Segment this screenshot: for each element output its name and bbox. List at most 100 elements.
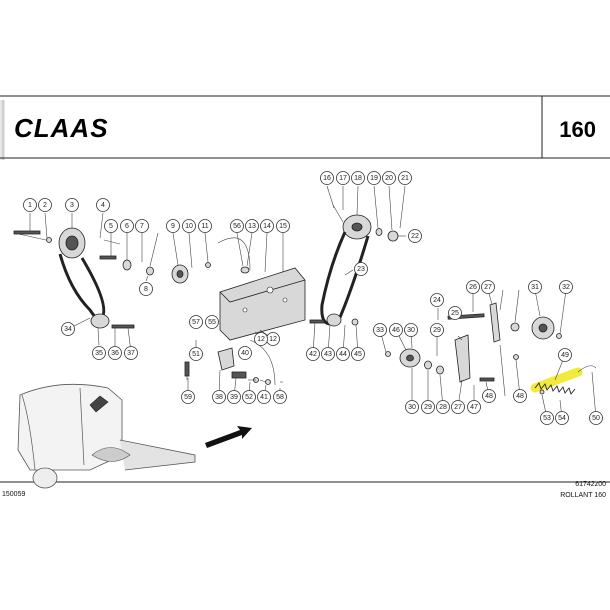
callout-31: 31	[528, 280, 542, 294]
callout-circle	[421, 400, 435, 414]
footer-model: ROLLANT 160	[560, 492, 606, 499]
callout-label: 25	[451, 310, 459, 317]
callout-45: 45	[351, 347, 365, 361]
spring-highlight	[530, 367, 583, 393]
callout-circle	[354, 262, 368, 276]
callout-42: 42	[306, 347, 320, 361]
callout-label: 15	[279, 223, 287, 230]
callout-33: 33	[373, 323, 387, 337]
callout-6: 6	[120, 219, 134, 233]
callout-circle	[182, 219, 196, 233]
callout-circle	[245, 219, 259, 233]
callout-5: 5	[104, 219, 118, 233]
callout-53: 53	[540, 411, 554, 425]
callout-circle	[242, 390, 256, 404]
callout-label: 49	[561, 352, 569, 359]
callout-51: 51	[189, 347, 203, 361]
callout-circle	[38, 198, 52, 212]
callout-15: 15	[276, 219, 290, 233]
callout-label: 27	[454, 404, 462, 411]
callout-label: 30	[407, 327, 415, 334]
callout-41: 41	[257, 390, 271, 404]
callout-label: 44	[339, 351, 347, 358]
callout-label: 29	[424, 404, 432, 411]
callout-circle	[227, 390, 241, 404]
callout-label: 6	[125, 223, 129, 230]
callout-56: 56	[230, 219, 244, 233]
callout-label: 50	[592, 415, 600, 422]
callout-circle	[405, 400, 419, 414]
callout-13: 13	[245, 219, 259, 233]
callout-37: 37	[124, 346, 138, 360]
right-tensioner-assembly	[385, 302, 597, 395]
callout-label: 14	[263, 223, 271, 230]
callout-label: 27	[484, 284, 492, 291]
callout-12: 12	[266, 332, 280, 346]
callout-label: 37	[127, 350, 135, 357]
callout-circle	[139, 282, 153, 296]
callout-circle	[448, 306, 462, 320]
callout-circle	[257, 390, 271, 404]
callout-circle	[466, 280, 480, 294]
callout-59: 59	[181, 390, 195, 404]
callout-label: 34	[64, 326, 72, 333]
callout-26: 26	[466, 280, 480, 294]
callout-circle	[260, 219, 274, 233]
callout-circle	[389, 323, 403, 337]
callout-43: 43	[321, 347, 335, 361]
baler-machine-sketch	[17, 383, 196, 489]
callout-label: 33	[376, 327, 384, 334]
callout-48: 48	[513, 389, 527, 403]
callout-30: 30	[404, 323, 418, 337]
callout-circle	[367, 171, 381, 185]
callout-label: 8	[144, 286, 148, 293]
callout-12: 12	[254, 332, 268, 346]
callout-label: 16	[323, 175, 331, 182]
callout-circle	[559, 280, 573, 294]
callout-circle	[336, 347, 350, 361]
callout-32: 32	[559, 280, 573, 294]
callout-circle	[430, 293, 444, 307]
callout-label: 7	[140, 223, 144, 230]
direction-arrow	[205, 426, 252, 448]
callout-label: 20	[385, 175, 393, 182]
callout-circle	[212, 390, 226, 404]
callout-label: 24	[433, 297, 441, 304]
callout-57: 57	[189, 315, 203, 329]
callout-circle	[408, 229, 422, 243]
callout-circle	[96, 198, 110, 212]
callout-24: 24	[430, 293, 444, 307]
callout-27: 27	[481, 280, 495, 294]
callout-circle	[555, 411, 569, 425]
callout-circle	[135, 219, 149, 233]
callout-label: 57	[192, 319, 200, 326]
callout-8: 8	[139, 282, 153, 296]
callout-44: 44	[336, 347, 350, 361]
callout-circle	[198, 219, 212, 233]
callout-label: 53	[543, 415, 551, 422]
callout-11: 11	[198, 219, 212, 233]
callout-label: 18	[354, 175, 362, 182]
callout-circle	[540, 411, 554, 425]
callout-1: 1	[23, 198, 37, 212]
callout-circle	[230, 219, 244, 233]
callout-label: 23	[357, 266, 365, 273]
callout-35: 35	[92, 346, 106, 360]
callout-circle	[181, 390, 195, 404]
callout-46: 46	[389, 323, 403, 337]
callout-circle	[436, 400, 450, 414]
callout-label: 35	[95, 350, 103, 357]
callout-label: 12	[269, 336, 277, 343]
callout-label: 45	[354, 351, 362, 358]
callout-label: 36	[111, 350, 119, 357]
callout-circle	[205, 315, 219, 329]
callout-2: 2	[38, 198, 52, 212]
callout-label: 30	[408, 404, 416, 411]
callout-circle	[398, 171, 412, 185]
callout-3: 3	[65, 198, 79, 212]
callout-circle	[481, 280, 495, 294]
callout-52: 52	[242, 390, 256, 404]
callout-circle	[451, 400, 465, 414]
callout-label: 12	[257, 336, 265, 343]
